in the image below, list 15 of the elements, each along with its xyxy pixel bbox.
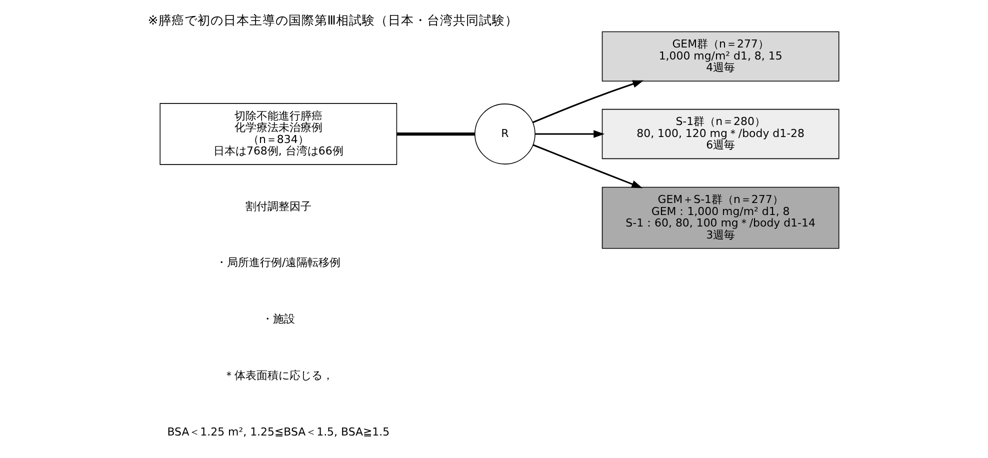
label: ・局所進行例/遠隔転移例 (216, 256, 341, 270)
label: ・施設 (262, 312, 295, 326)
node-box: S-1群（n＝280） 80, 100, 120 mg＊/body d1-28 6週毎 (602, 108, 840, 160)
label: 割付調整因子 (245, 200, 312, 213)
label: ＊体表面積に応じる， (223, 368, 334, 382)
diagram-title: ※膵癌で初の日本主導の国際第Ⅲ相試験（日本・台湾共同試験） (148, 12, 518, 28)
node-box: GEM群（n＝277） 1,000 mg/m² d1, 8, 15 4週毎 (602, 31, 840, 82)
connector (396, 132, 475, 136)
node-circle: R (474, 104, 536, 164)
label: BSA＜1.25 m², 1.25≦BSA＜1.5, BSA≧1.5 (167, 425, 390, 438)
node-box: GEM＋S-1群（n＝277） GEM：1,000 mg/m² d1, 8 S-1：60, 80, 100 mg＊/body d1-14 3週毎 (602, 186, 840, 249)
arrow (532, 80, 644, 124)
node-box: 切除不能進行膵癌 化学療法未治療例 （n＝834） 日本は768例, 台湾は66例 (160, 103, 398, 165)
arrow (535, 130, 605, 138)
arrow (532, 144, 643, 188)
